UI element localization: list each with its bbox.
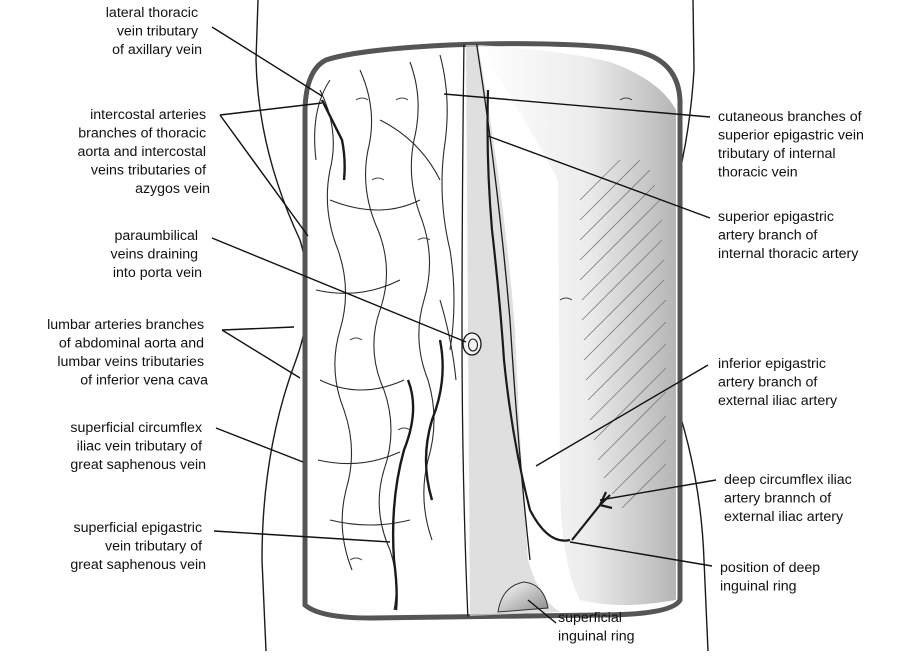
label-inferior-epigastric-artery: inferior epigastric artery branch of ext… [718, 356, 838, 409]
leader-lateral-thoracic [212, 27, 322, 96]
label-superior-epigastric-artery: superior epigastric artery branch of int… [718, 209, 859, 262]
label-deep-circumflex: deep circumflex iliac artery brannch of … [724, 472, 856, 525]
skin-window-panel [305, 40, 680, 620]
label-cutaneous-branches: cutaneous branches of superior epigastri… [718, 109, 868, 181]
label-lateral-thoracic: lateral thoracic vein tributary of axill… [106, 5, 202, 58]
label-superficial-epigastric: superficial epigastric vein tributary of… [70, 520, 206, 573]
umbilicus [463, 333, 481, 355]
leader-lumbar-1 [222, 327, 294, 330]
label-lumbar: lumbar arteries branches of abdominal ao… [47, 317, 208, 389]
label-superficial-inguinal-ring: superficial inguinal ring [558, 610, 635, 645]
leader-lumbar-2 [222, 330, 300, 378]
left-labels: lateral thoracic vein tributary of axill… [47, 5, 210, 573]
label-superficial-circumflex: superficial circumflex iliac vein tribut… [70, 420, 206, 473]
label-intercostal: intercostal arteries branches of thoraci… [77, 107, 210, 197]
leader-superficial-circumflex [216, 428, 303, 462]
label-deep-inguinal-ring: position of deep inguinal ring [720, 560, 824, 595]
label-paraumbilical: paraumbilical veins draining into porta … [111, 228, 203, 281]
right-labels: cutaneous branches of superior epigastri… [718, 109, 868, 595]
bottom-labels: superficial inguinal ring [558, 610, 635, 645]
